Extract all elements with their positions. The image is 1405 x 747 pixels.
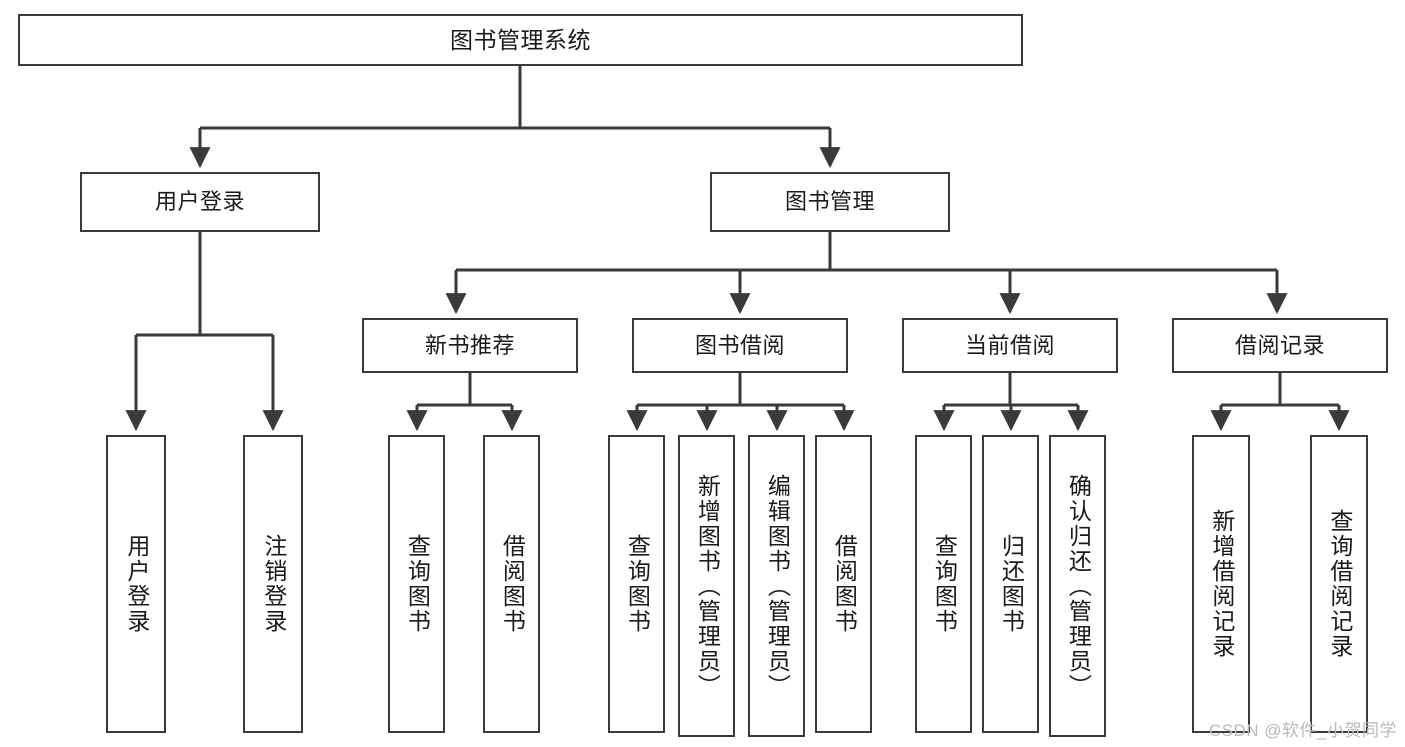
leaf-borrow-book[interactable]: 借阅图书: [815, 435, 872, 733]
leaf-borrow-query[interactable]: 查询图书: [608, 435, 665, 733]
node-borrow-records[interactable]: 借阅记录: [1172, 318, 1388, 373]
leaf-current-confirm-return[interactable]: 确认归还（管理员）: [1049, 435, 1106, 737]
node-book-borrow[interactable]: 图书借阅: [632, 318, 848, 373]
leaf-borrow-add-book-label: 新增图书（管理员）: [694, 473, 721, 699]
leaf-current-return[interactable]: 归还图书: [982, 435, 1039, 733]
leaf-new-books-query-label: 查询图书: [404, 534, 431, 634]
leaf-borrow-book-label: 借阅图书: [831, 534, 858, 634]
node-user-login-label: 用户登录: [154, 189, 245, 215]
leaf-records-query[interactable]: 查询借阅记录: [1310, 435, 1368, 733]
node-book-management[interactable]: 图书管理: [710, 172, 950, 232]
leaf-records-add-label: 新增借阅记录: [1208, 509, 1235, 659]
leaf-borrow-query-label: 查询图书: [624, 534, 651, 634]
leaf-records-add[interactable]: 新增借阅记录: [1192, 435, 1250, 733]
leaf-current-query[interactable]: 查询图书: [915, 435, 972, 733]
node-new-book-recommend-label: 新书推荐: [424, 332, 515, 358]
node-new-book-recommend[interactable]: 新书推荐: [362, 318, 578, 373]
leaf-new-books-borrow-label: 借阅图书: [499, 534, 526, 634]
leaf-user-login-label: 用户登录: [123, 534, 150, 634]
node-current-borrow-label: 当前借阅: [964, 332, 1055, 358]
leaf-current-query-label: 查询图书: [931, 534, 958, 634]
node-root[interactable]: 图书管理系统: [18, 14, 1023, 66]
leaf-logout[interactable]: 注销登录: [243, 435, 303, 733]
leaf-current-return-label: 归还图书: [998, 534, 1025, 634]
csdn-watermark: CSDN @软件_小贺同学: [1208, 721, 1397, 740]
node-current-borrow[interactable]: 当前借阅: [902, 318, 1118, 373]
leaf-borrow-add-book[interactable]: 新增图书（管理员）: [678, 435, 735, 737]
leaf-logout-label: 注销登录: [260, 534, 287, 634]
leaf-new-books-borrow[interactable]: 借阅图书: [483, 435, 540, 733]
node-root-label: 图书管理系统: [450, 26, 591, 53]
node-book-management-label: 图书管理: [784, 189, 875, 215]
node-book-borrow-label: 图书借阅: [694, 332, 785, 358]
leaf-current-confirm-return-label: 确认归还（管理员）: [1065, 473, 1092, 699]
leaf-records-query-label: 查询借阅记录: [1326, 509, 1353, 659]
leaf-user-login[interactable]: 用户登录: [106, 435, 166, 733]
node-user-login[interactable]: 用户登录: [80, 172, 320, 232]
node-borrow-records-label: 借阅记录: [1234, 332, 1325, 358]
leaf-borrow-edit-book[interactable]: 编辑图书（管理员）: [748, 435, 805, 737]
leaf-borrow-edit-book-label: 编辑图书（管理员）: [764, 473, 791, 699]
leaf-new-books-query[interactable]: 查询图书: [388, 435, 445, 733]
